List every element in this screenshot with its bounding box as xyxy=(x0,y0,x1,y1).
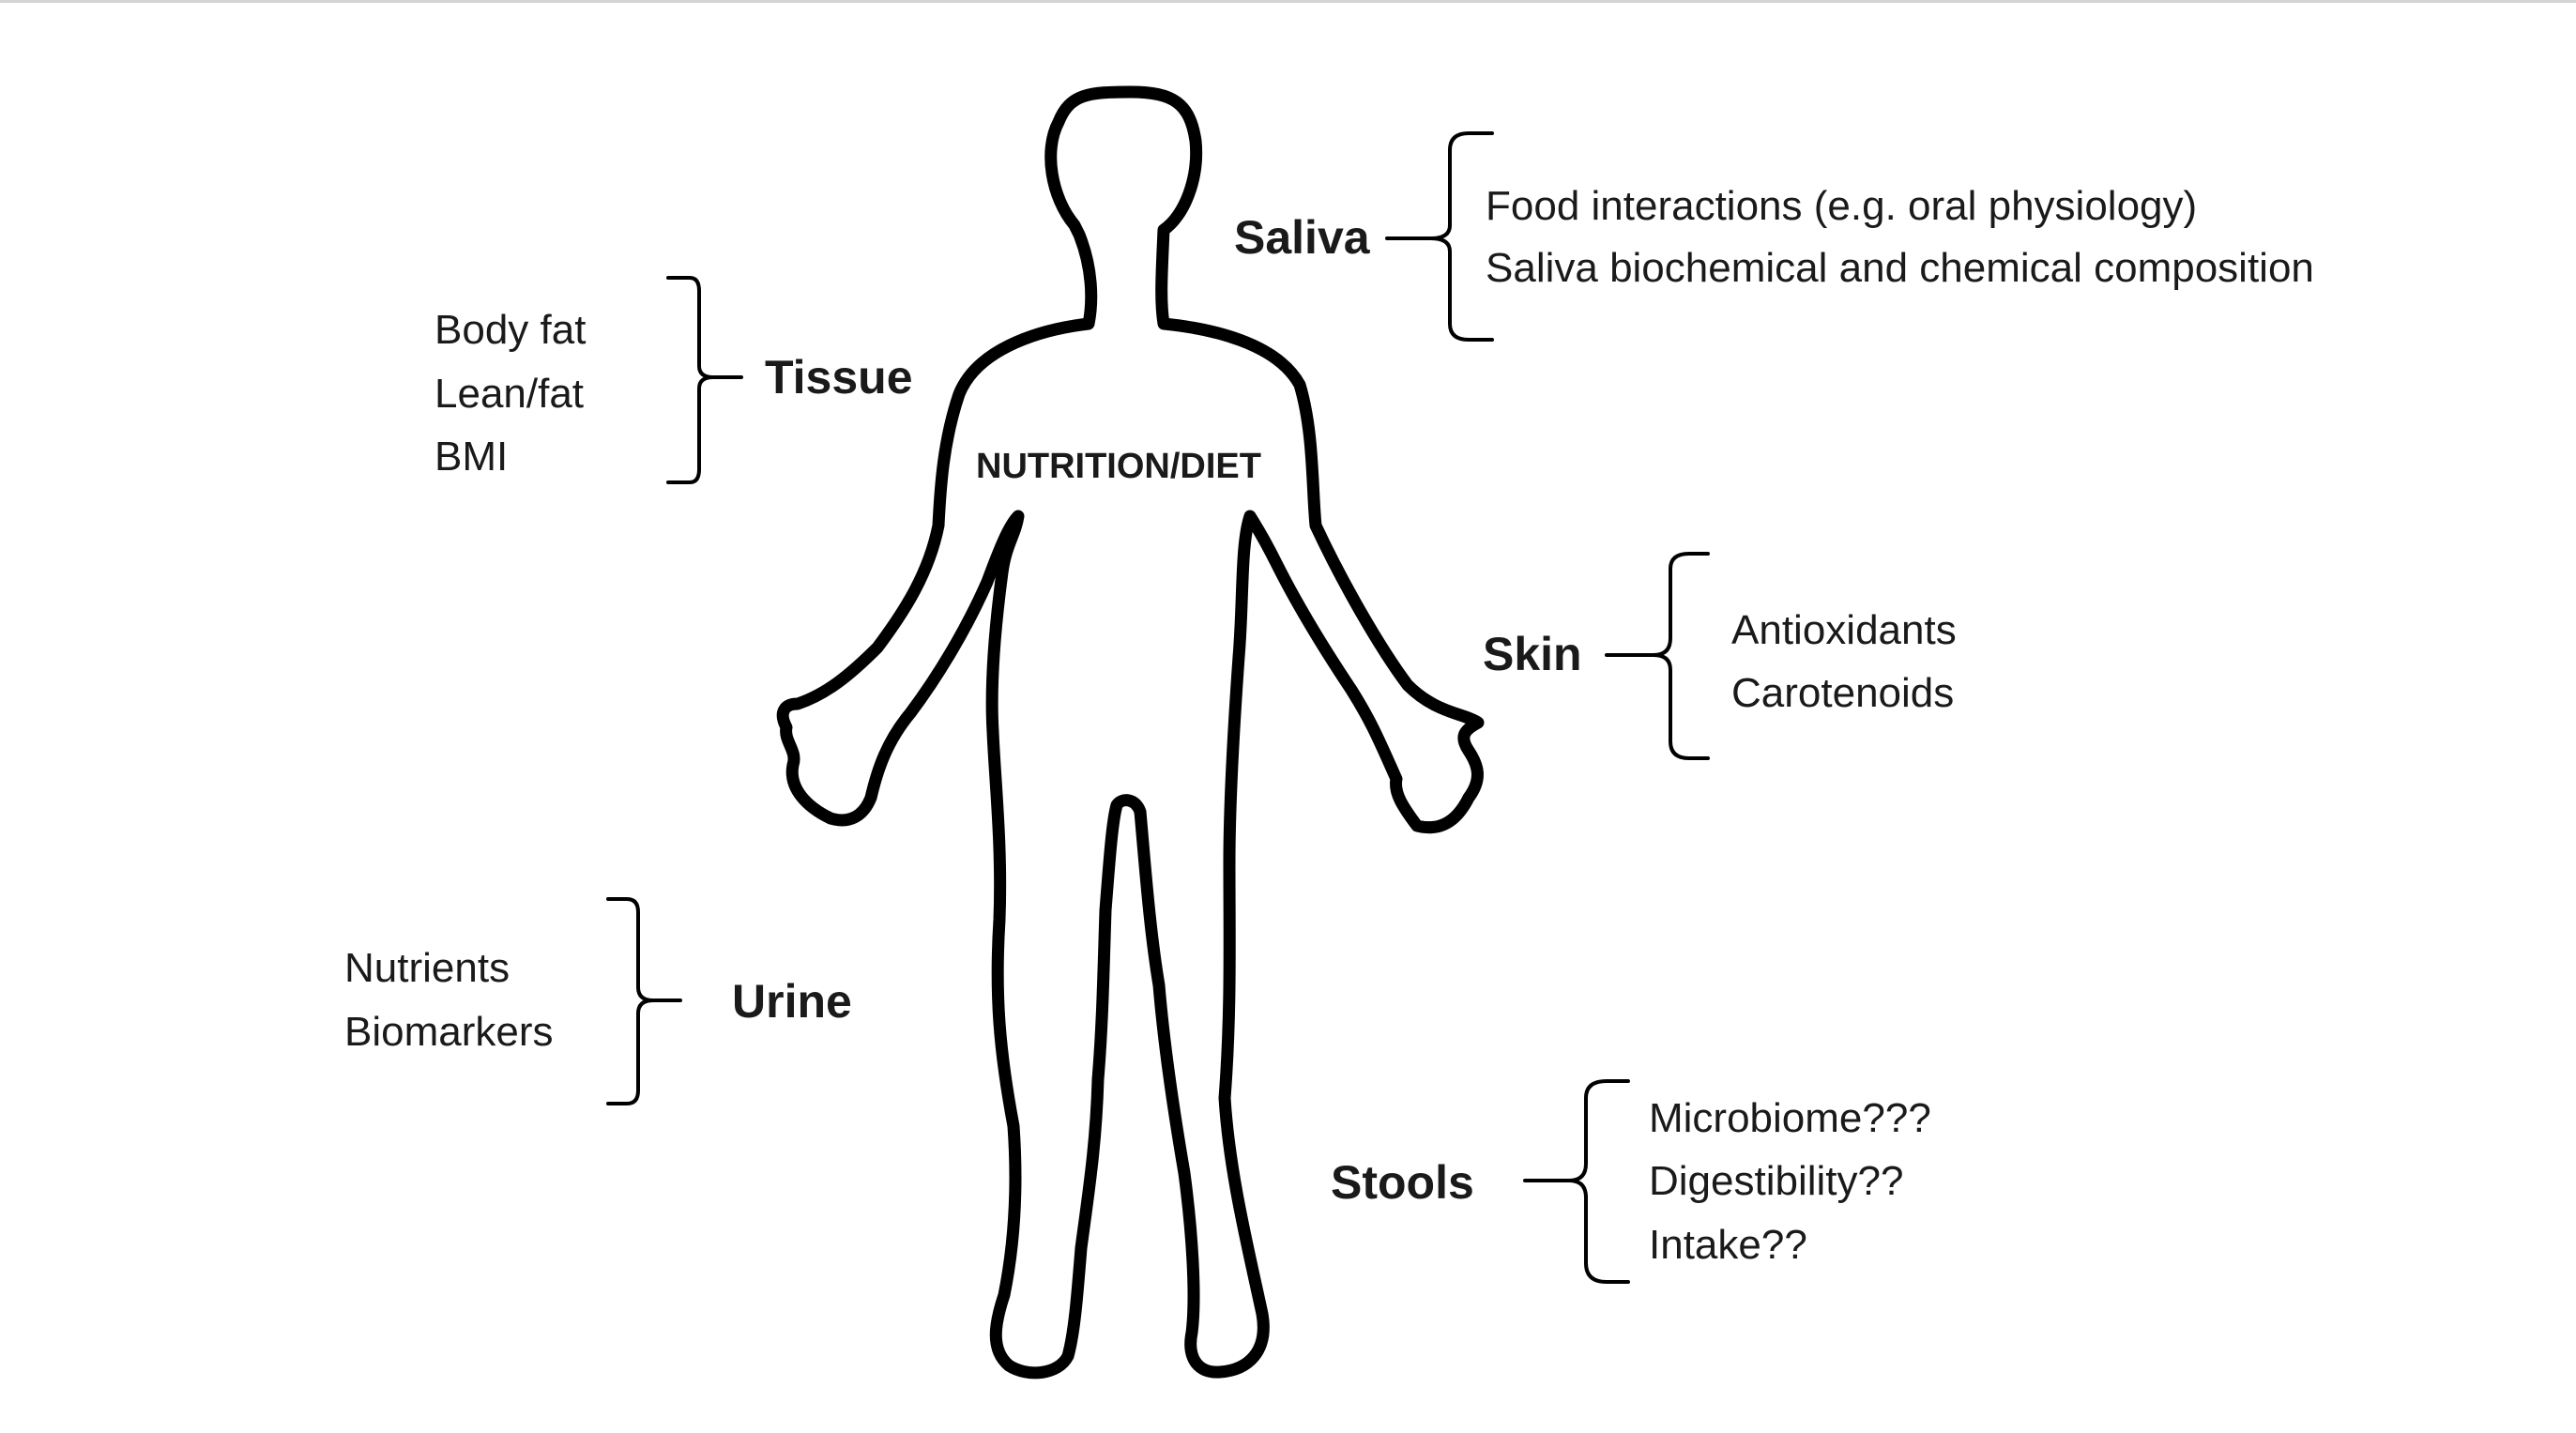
tissue-item: BMI xyxy=(434,434,509,480)
urine-item: Nutrients xyxy=(344,945,511,991)
saliva-item: Saliva biochemical and chemical composit… xyxy=(1486,245,2314,291)
tissue-item: Body fat xyxy=(434,307,587,353)
center-label: NUTRITION/DIET xyxy=(976,447,1261,486)
tissue-label: Tissue xyxy=(765,351,913,404)
stools-item: Digestibility?? xyxy=(1649,1158,1904,1204)
skin-item: Carotenoids xyxy=(1731,670,1955,716)
urine-item: Biomarkers xyxy=(344,1009,554,1055)
saliva-item: Food interactions (e.g. oral physiology) xyxy=(1486,183,2198,229)
stools-label: Stools xyxy=(1331,1156,1474,1209)
stools-bracket xyxy=(1523,1079,1630,1284)
tissue-item: Lean/fat xyxy=(434,371,585,417)
skin-label: Skin xyxy=(1483,628,1582,680)
skin-bracket xyxy=(1605,552,1710,760)
urine-label: Urine xyxy=(732,975,852,1028)
saliva-label: Saliva xyxy=(1234,211,1370,264)
body-outline xyxy=(776,85,1485,1380)
tissue-bracket xyxy=(666,276,743,484)
top-divider xyxy=(0,0,2576,3)
skin-item: Antioxidants xyxy=(1731,607,1957,653)
stools-item: Microbiome??? xyxy=(1649,1095,1931,1141)
stools-item: Intake?? xyxy=(1649,1222,1807,1268)
saliva-bracket xyxy=(1385,131,1494,342)
urine-bracket xyxy=(606,897,682,1105)
